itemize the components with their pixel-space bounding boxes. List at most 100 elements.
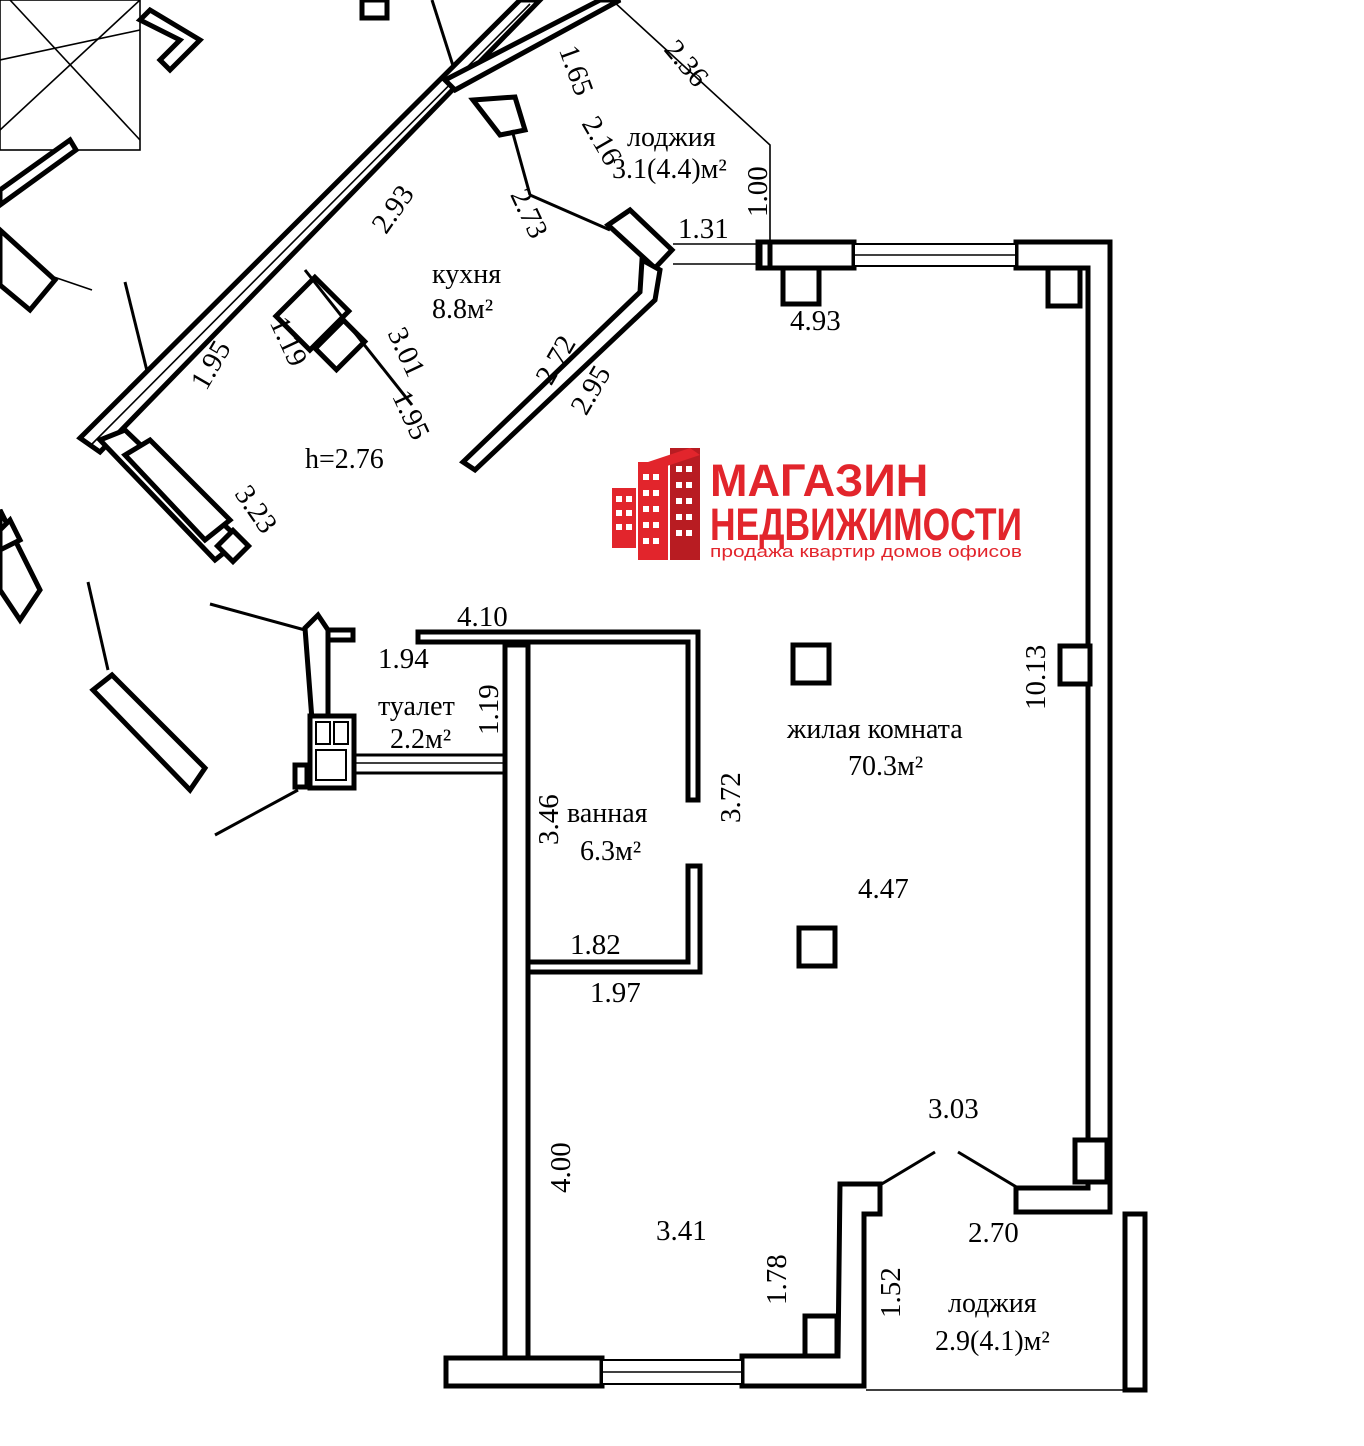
logo-tagline: продажа квартир домов офисов: [710, 542, 1022, 561]
dim-4-93: 4.93: [790, 305, 841, 337]
kitchen-door-swing-b: [529, 193, 611, 232]
right-column-b: [1057, 643, 1093, 687]
loggia-bottom-right-wall: [1122, 1211, 1148, 1393]
dim-3-46: 3.46: [533, 794, 565, 845]
dim-1-94: 1.94: [378, 643, 429, 675]
dim-3-41: 3.41: [656, 1215, 707, 1247]
kitchen-stove: [272, 273, 353, 354]
living-left-wall: [502, 642, 531, 1363]
dim-1-00: 1.00: [742, 166, 774, 217]
dim-1-95-b: 1.95: [385, 385, 435, 445]
toilet-door-swing-top: [209, 602, 306, 632]
loggia-top-rail: [611, 0, 771, 240]
dim-2-93: 2.93: [366, 179, 421, 239]
kitchen-area: 8.8м²: [432, 294, 493, 325]
building-roof: [648, 448, 700, 470]
left-fragments: [0, 508, 209, 794]
dim-3-72: 3.72: [715, 772, 747, 823]
dim-1-78: 1.78: [761, 1254, 793, 1305]
loggia-top-area: 3.1(4.4)м²: [612, 154, 727, 185]
ceiling-height: h=2.76: [305, 444, 384, 475]
toilet-stub: [325, 627, 356, 643]
toilet: [209, 602, 505, 837]
right-column-a: [1045, 265, 1083, 309]
building-windows: [616, 466, 692, 544]
stair-post: [359, 0, 390, 21]
living-right-wall: [1013, 239, 1113, 1215]
diagonal-wall: [76, 0, 622, 456]
right-column-c: [1072, 1137, 1110, 1185]
dim-1-82: 1.82: [570, 929, 621, 961]
dim-4-47: 4.47: [858, 873, 909, 905]
kitchen-cabinet-end: [213, 526, 253, 566]
stair-box: [0, 0, 141, 151]
bathroom-name: ванная: [567, 798, 648, 829]
stair-cross-c: [9, 0, 141, 141]
door-swing-left: [123, 281, 150, 376]
dim-1-52: 1.52: [875, 1267, 907, 1318]
living-bottom-left-wall: [443, 1355, 605, 1389]
stairwell: [0, 0, 457, 376]
stair-block: [135, 6, 205, 74]
logo-line-1: МАГАЗИН: [710, 455, 928, 506]
bottom-column: [802, 1313, 840, 1359]
loggia-bottom-name: лоджия: [948, 1288, 1037, 1319]
kitchen-right-wall: [459, 255, 663, 474]
bathroom-area: 6.3м²: [580, 836, 641, 867]
building-tower-c: [670, 448, 700, 560]
door-swing-top: [430, 0, 457, 73]
kitchen-corner-block: [603, 206, 676, 272]
dim-2-36: 2.36: [658, 34, 715, 93]
living-column-a: [790, 642, 832, 686]
toilet-name: туалет: [378, 691, 455, 722]
living-room-area: 70.3м²: [848, 751, 923, 782]
dim-4-00: 4.00: [545, 1142, 577, 1193]
dim-1-97: 1.97: [590, 977, 641, 1009]
dim-2-70: 2.70: [968, 1217, 1019, 1249]
dim-1-31: 1.31: [678, 213, 729, 245]
dim-1-65: 1.65: [552, 41, 599, 100]
toilet-fixture-b: [333, 721, 349, 745]
living-column-b: [796, 925, 838, 969]
kitchen-walls: [95, 94, 676, 566]
main-walls: [443, 239, 1148, 1393]
building-tower-a: [612, 488, 636, 548]
living-room-name: жилая комната: [786, 714, 963, 745]
building-icon: [612, 448, 700, 560]
stair-door-line: [47, 274, 93, 291]
kitchen-name: кухня: [432, 259, 501, 290]
loggia-top-name: лоджия: [627, 122, 716, 153]
top-wall-stub: [757, 239, 773, 271]
room-labels: лоджия 3.1(4.4)м² кухня 8.8м² h=2.76 туа…: [305, 122, 1050, 1357]
logo: МАГАЗИН НЕДВИЖИМОСТИ продажа квартир дом…: [612, 448, 1022, 561]
dim-10-13: 10.13: [1020, 645, 1052, 710]
diagonal-wall-top: [440, 0, 622, 94]
bathroom-top-wall: [415, 629, 701, 803]
dim-1-19-toilet: 1.19: [473, 684, 505, 735]
stair-wall-b: [0, 226, 59, 314]
dim-4-10: 4.10: [457, 601, 508, 633]
loggia-door-swing-b: [957, 1150, 1019, 1190]
stair-cross-a: [0, 29, 141, 61]
loggia-bottom-area: 2.9(4.1)м²: [935, 1326, 1050, 1357]
toilet-stub-b: [292, 762, 310, 790]
kitchen-door-swing: [510, 129, 532, 196]
logo-line-2: НЕДВИЖИМОСТИ: [710, 499, 1022, 550]
left-wall-c: [89, 671, 209, 794]
toilet-door-swing-bottom: [214, 788, 299, 837]
toilet-left-wall: [302, 611, 331, 723]
kitchen-counter-edge: [303, 269, 414, 406]
dim-3-03: 3.03: [928, 1093, 979, 1125]
dim-2-73: 2.73: [504, 184, 554, 244]
top-column: [780, 265, 822, 307]
kitchen-pillar: [468, 94, 529, 138]
living-columns: [790, 642, 838, 969]
toilet-area: 2.2м²: [390, 724, 451, 755]
left-door-swing: [86, 581, 110, 671]
toilet-fixture-a: [315, 721, 331, 745]
kitchen-cabinet: [121, 436, 234, 544]
loggia-top-outline: [611, 0, 771, 265]
toilet-bowl: [315, 749, 347, 781]
